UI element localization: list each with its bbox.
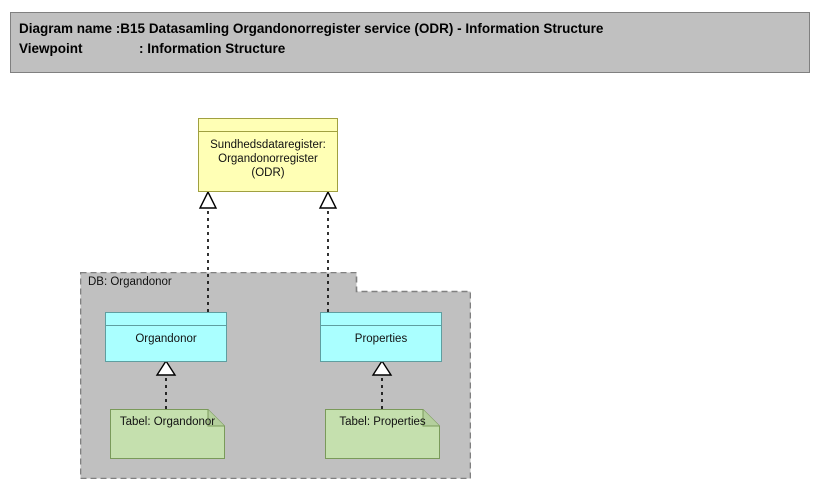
- viewpoint-value: Information Structure: [147, 41, 286, 56]
- node-organdonor-object-label: Organdonor: [135, 333, 197, 345]
- viewpoint-line: Viewpoint: Information Structure: [19, 39, 809, 59]
- node-organdonor-table-shape: [110, 409, 225, 459]
- node-odr-header-strip: [199, 119, 337, 132]
- grouping-label: DB: Organdonor: [88, 276, 172, 288]
- node-properties-table-shape: [325, 409, 440, 459]
- node-organdonor-table[interactable]: Tabel: Organdonor: [110, 409, 225, 459]
- node-organdonor-table-label: Tabel: Organdonor: [119, 416, 216, 428]
- viewpoint-separator: :: [139, 41, 148, 56]
- diagram-name-line: Diagram name :B15 Datasamling Organdonor…: [19, 19, 809, 39]
- node-properties-table[interactable]: Tabel: Properties: [325, 409, 440, 459]
- node-odr[interactable]: Sundhedsdataregister: Organdonorregister…: [198, 118, 338, 192]
- node-properties-object-label: Properties: [354, 333, 408, 345]
- node-properties-object-header-strip: [321, 313, 441, 326]
- diagram-name-label: Diagram name :: [19, 21, 121, 36]
- node-organdonor-object-header-strip: [106, 313, 226, 326]
- node-organdonor-object[interactable]: Organdonor: [105, 312, 227, 362]
- node-properties-table-label: Tabel: Properties: [339, 416, 426, 428]
- diagram-header: Diagram name :B15 Datasamling Organdonor…: [10, 12, 810, 73]
- diagram-name-value: B15 Datasamling Organdonorregister servi…: [120, 21, 604, 36]
- node-properties-object[interactable]: Properties: [320, 312, 442, 362]
- node-odr-label: Sundhedsdataregister: Organdonorregister…: [210, 139, 326, 179]
- viewpoint-label: Viewpoint: [19, 41, 83, 56]
